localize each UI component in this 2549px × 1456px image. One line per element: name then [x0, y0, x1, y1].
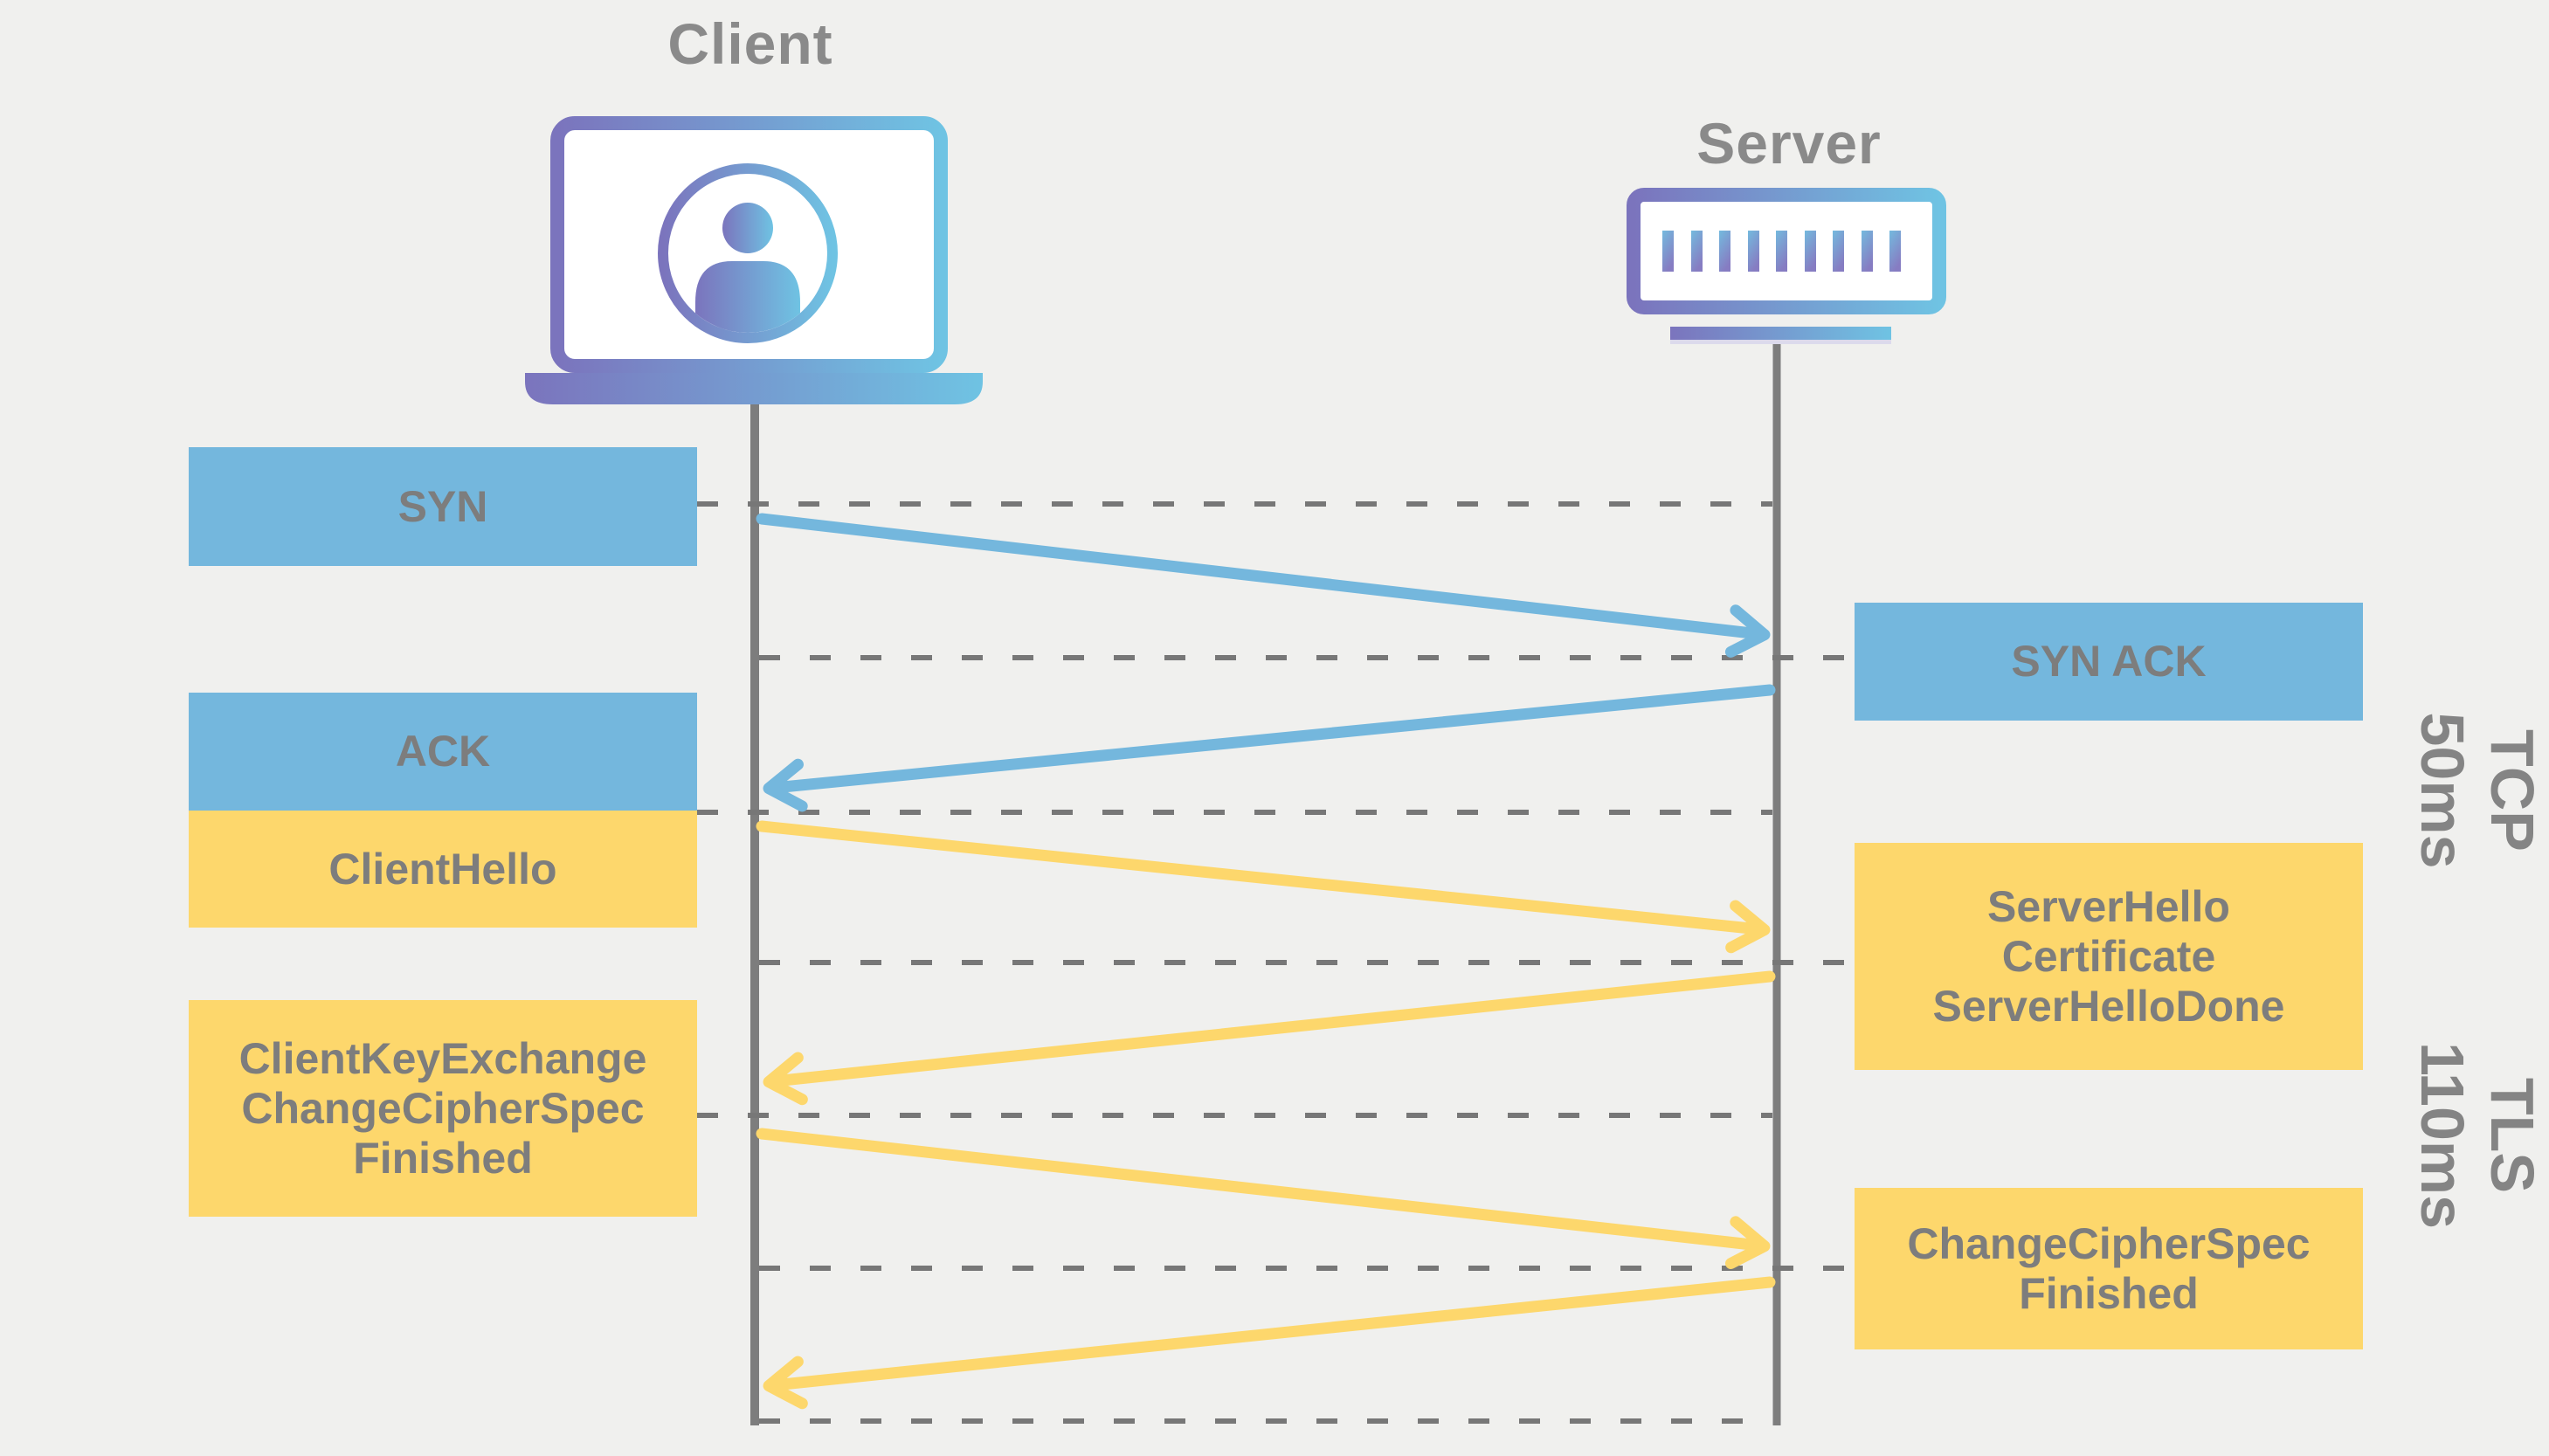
message-label: ClientKeyExchange [238, 1033, 647, 1083]
message-label: SYN [397, 481, 488, 531]
message-box-clienthello: ClientHello [189, 811, 697, 928]
message-box-serverhello: ServerHello Certificate ServerHelloDone [1855, 843, 2363, 1070]
message-label: ServerHello [1987, 881, 2230, 931]
message-label: ChangeCipherSpec [1907, 1218, 2311, 1268]
message-box-ack: ACK [189, 693, 697, 811]
arrow-serverhello [763, 970, 1776, 1106]
message-label: Finished [2019, 1268, 2199, 1318]
message-label: ClientHello [328, 844, 557, 894]
arrow-clientkeyexchange [756, 1128, 1771, 1270]
arrow-clienthello [756, 820, 1771, 954]
phase-label-tls: TLS 110ms [2407, 1042, 2547, 1229]
message-box-synack: SYN ACK [1855, 603, 2363, 721]
person-icon [658, 163, 838, 343]
message-box-clientkeyexchange: ClientKeyExchange ChangeCipherSpec Finis… [189, 1000, 697, 1217]
arrow-syn-ack [763, 684, 1776, 812]
arrow-changecipherspec [763, 1276, 1776, 1410]
laptop-icon [525, 116, 983, 404]
message-label: SYN ACK [2011, 637, 2207, 686]
server-icon [1627, 188, 1946, 344]
client-title: Client [667, 11, 833, 76]
message-label: ACK [395, 727, 491, 776]
phase-protocol: TLS [2478, 1077, 2546, 1194]
message-label: ServerHelloDone [1932, 981, 2285, 1031]
message-box-syn: SYN [189, 447, 697, 566]
phase-label-tcp: TCP 50ms [2407, 712, 2547, 868]
arrow-syn [756, 513, 1771, 658]
message-label: Finished [353, 1133, 533, 1183]
phase-duration: 50ms [2408, 712, 2476, 869]
message-label: ChangeCipherSpec [241, 1083, 645, 1133]
server-title: Server [1696, 111, 1882, 176]
server-vent-bars [1662, 231, 1901, 272]
phase-duration: 110ms [2408, 1041, 2476, 1230]
message-box-changecipherspec: ChangeCipherSpec Finished [1855, 1188, 2363, 1349]
message-label: Certificate [2001, 931, 2216, 981]
phase-protocol: TCP [2478, 728, 2546, 852]
